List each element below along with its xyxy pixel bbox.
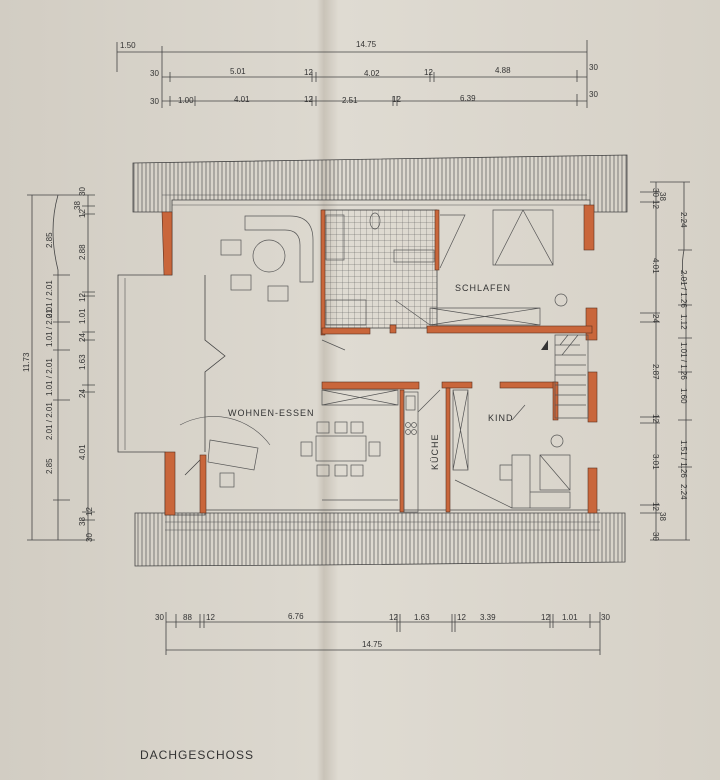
dim-left-inner: 1.63 <box>78 354 87 370</box>
dim-right-inner: 24 <box>651 314 660 323</box>
dim-bottom: 30 <box>155 613 164 622</box>
dim-left-mid: 1.01 / 2.01 <box>45 309 54 347</box>
dim-right-inner: 3.01 <box>651 454 660 470</box>
dim-top-r2: 4.88 <box>495 66 511 75</box>
dim-top-r3: 30 <box>589 90 598 99</box>
bedroom-furniture <box>394 209 568 326</box>
dim-bottom: 1.63 <box>414 613 430 622</box>
dim-bottom: 12 <box>206 613 215 622</box>
dim-right-outer: 2.24 <box>679 484 688 500</box>
dim-bottom: 30 <box>601 613 610 622</box>
dim-right-inner: 38 <box>658 512 667 521</box>
dim-left-mid: 2.85 <box>45 458 54 474</box>
dim-top-r3: 12 <box>304 95 313 104</box>
dim-top-r2: 12 <box>304 68 313 77</box>
dim-left-inner: 38 <box>73 201 82 210</box>
dim-left-inner: 24 <box>78 333 87 342</box>
dim-bottom: 1.01 <box>562 613 578 622</box>
left-dimension-chain: 11.73 2.85 2.01 / 2.01 1.01 / 2.01 1.01 … <box>22 187 95 542</box>
dim-left-total: 11.73 <box>22 352 31 372</box>
kitchen-counter <box>403 389 469 513</box>
dim-bottom: 88 <box>183 613 192 622</box>
staircase <box>541 334 589 419</box>
dim-left-mid: 2.01 / 2.01 <box>45 402 54 440</box>
dim-left-inner: 24 <box>78 389 87 398</box>
dim-left-mid: 2.01 / 2.01 <box>45 280 54 318</box>
dim-right-inner: 38 <box>658 192 667 201</box>
dim-top-r3: 1.00 <box>178 96 194 105</box>
dim-bottom: 6.76 <box>288 612 304 621</box>
dim-right-inner: 30 <box>651 532 660 541</box>
dim-top-r3: 30 <box>150 97 159 106</box>
dim-top-total: 14.75 <box>356 40 377 49</box>
dim-top-r3: 6.39 <box>460 94 476 103</box>
dim-top-r2: 5.01 <box>230 67 246 76</box>
dim-right-inner: 30 <box>651 188 660 197</box>
dim-right-inner: 12 <box>651 200 660 209</box>
dim-bottom: 12 <box>389 613 398 622</box>
dim-top-r3: 12 <box>392 95 401 104</box>
bathroom-tiles <box>321 209 438 329</box>
dim-right-outer: 1.60 <box>679 388 688 404</box>
dim-right-inner: 2.87 <box>651 364 660 380</box>
dim-right-outer: 1.51 / 1.26 <box>679 440 688 478</box>
dim-left-mid: 1.01 / 2.01 <box>45 358 54 396</box>
dim-left-inner: 4.01 <box>78 444 87 460</box>
dim-right-outer: 2.01 / 1.26 <box>679 270 688 308</box>
floor-plan: WOHNEN-ESSEN SCHLAFEN KIND KÜCHE <box>117 154 628 567</box>
load-bearing-walls <box>161 204 598 516</box>
dim-left-inner: 2.88 <box>78 244 87 260</box>
dim-left-inner: 12 <box>78 293 87 302</box>
child-room-furniture <box>454 404 571 509</box>
top-dimension-chain: 1.50 14.75 30 5.01 12 4.02 12 4.88 30 30… <box>116 40 598 108</box>
dim-right-outer: 1.12 <box>679 314 688 330</box>
dim-right-inner: 4.01 <box>651 258 660 274</box>
dim-top-overhang: 1.50 <box>120 41 136 50</box>
dim-bottom-total: 14.75 <box>362 640 383 649</box>
room-label-kind: KIND <box>488 413 514 423</box>
dim-bottom: 12 <box>541 613 550 622</box>
drawing-title: DACHGESCHOSS <box>140 748 254 762</box>
dim-right-inner: 12 <box>651 502 660 511</box>
room-label-wohnen-essen: WOHNEN-ESSEN <box>228 408 315 418</box>
right-dimension-chain: 30 38 12 4.01 24 2.87 12 3.01 12 38 30 2… <box>640 181 692 541</box>
room-label-schlafen: SCHLAFEN <box>455 283 511 293</box>
dim-top-r3: 2.51 <box>342 96 358 105</box>
living-furniture <box>179 215 399 501</box>
roof-bottom <box>134 512 626 567</box>
dim-left-inner: 30 <box>78 187 87 196</box>
dim-left-inner: 1.01 <box>78 308 87 324</box>
dim-left-inner: 12 <box>85 507 94 516</box>
dim-left-inner: 30 <box>85 533 94 542</box>
dim-bottom: 3.39 <box>480 613 496 622</box>
dim-left-inner: 12 <box>78 209 87 218</box>
dim-right-outer: 2.24 <box>679 212 688 228</box>
dim-left-inner: 38 <box>78 517 87 526</box>
dim-left-mid: 2.85 <box>45 232 54 248</box>
dim-top-r2: 12 <box>424 68 433 77</box>
dim-top-r3: 4.01 <box>234 95 250 104</box>
dim-top-r2: 30 <box>589 63 598 72</box>
dim-right-outer: 1.01 / 1.26 <box>679 342 688 380</box>
dim-top-r2: 30 <box>150 69 159 78</box>
dim-bottom: 12 <box>457 613 466 622</box>
dim-right-inner: 12 <box>651 414 660 423</box>
room-label-kueche: KÜCHE <box>430 433 440 470</box>
dim-top-r2: 4.02 <box>364 69 380 78</box>
bottom-dimension-chain: 30 88 12 6.76 12 1.63 12 3.39 12 1.01 30… <box>155 612 610 655</box>
